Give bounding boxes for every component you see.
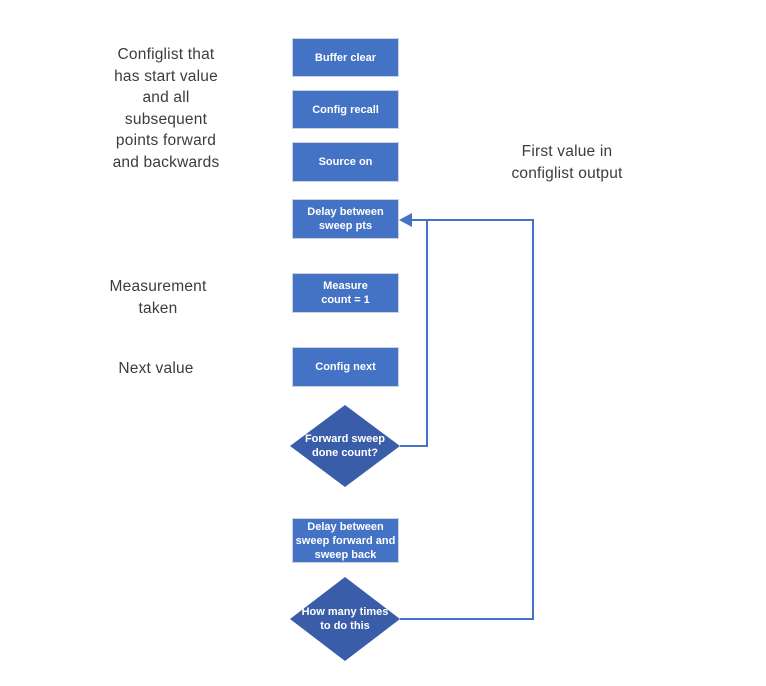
annotation-next-value: Next value	[118, 360, 194, 377]
decision-diamond-how-many-times: How many times to do this	[290, 577, 400, 661]
annotation-configlist: Configlist that has start value and all …	[112, 46, 220, 171]
inner-loop-connector	[400, 221, 428, 447]
annotation-measurement-taken: Measurement taken	[109, 278, 207, 317]
process-box-buffer-clear: Buffer clear	[292, 38, 399, 77]
process-box-delay-sweep-pts: Delay between sweep pts	[292, 199, 399, 239]
outer-loop-connector	[400, 219, 534, 620]
process-box-config-next: Config next	[292, 347, 399, 387]
annotation-first-value-output: First value in configlist output	[511, 143, 623, 182]
process-box-source-on: Source on	[292, 142, 399, 182]
process-box-delay-forward-back: Delay between sweep forward and sweep ba…	[292, 518, 399, 563]
loop-arrowhead-icon	[399, 213, 412, 227]
process-box-config-recall: Config recall	[292, 90, 399, 129]
process-box-measure-count: Measure count = 1	[292, 273, 399, 313]
decision-diamond-forward-sweep-done: Forward sweep done count?	[290, 405, 400, 487]
